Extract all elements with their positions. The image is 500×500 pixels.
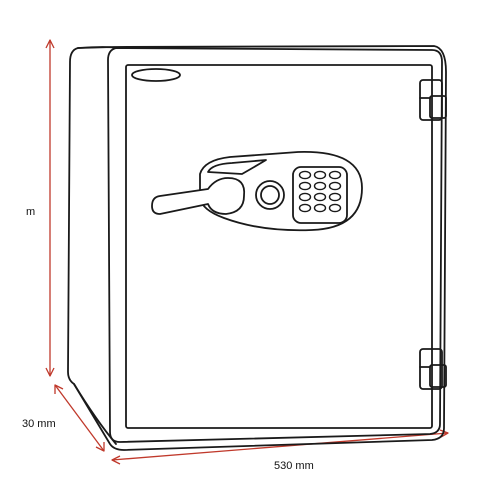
nameplate-badge (131, 68, 181, 82)
keypad-key[interactable] (313, 170, 327, 180)
safe-front-face (107, 47, 443, 443)
upper-hinge (419, 79, 447, 121)
key-lock-cylinder[interactable] (255, 180, 285, 210)
keypad-key[interactable] (328, 181, 342, 191)
depth-dimension-label: 30 mm (22, 418, 56, 430)
keypad-key[interactable] (298, 192, 312, 202)
door-handle[interactable] (151, 177, 246, 215)
keypad-key[interactable] (298, 181, 312, 191)
keypad-key[interactable] (313, 181, 327, 191)
height-dimension-label: m (26, 206, 36, 218)
keypad-key[interactable] (298, 170, 312, 180)
keypad-key[interactable] (313, 203, 327, 213)
height-dimension-line (45, 39, 55, 377)
door-panel (125, 64, 433, 429)
width-dimension-line (111, 429, 449, 465)
keypad[interactable] (292, 166, 348, 224)
keypad-frame (292, 166, 348, 224)
width-dimension-label: 530 mm (274, 460, 314, 472)
keypad-key[interactable] (298, 203, 312, 213)
safe-outer-outline (67, 45, 447, 451)
safe-side-edge (77, 46, 117, 49)
lock-housing (199, 151, 363, 232)
safe-door (125, 64, 433, 429)
keypad-key[interactable] (328, 203, 342, 213)
keypad-key[interactable] (328, 192, 342, 202)
lower-hinge (419, 348, 447, 390)
keypad-key[interactable] (313, 192, 327, 202)
depth-dimension-line (54, 384, 105, 452)
keypad-key[interactable] (328, 170, 342, 180)
safe-bottom-edge (73, 383, 117, 445)
safe-body (67, 45, 447, 451)
